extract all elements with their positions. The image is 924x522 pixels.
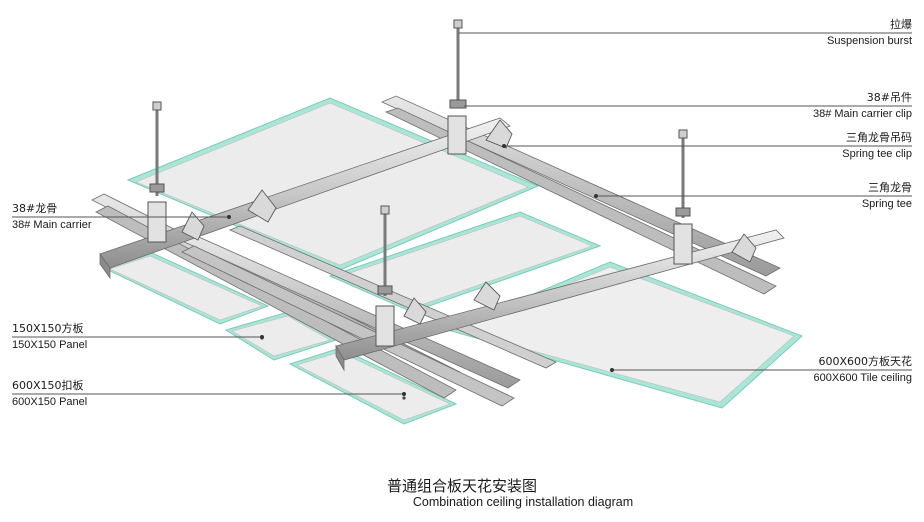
label-suspension-burst: 拉爆 Suspension burst [827,18,912,48]
label-main-carrier: 38#龙骨 38# Main carrier [12,202,91,232]
label-panel-600x150-en: 600X150 Panel [12,396,88,408]
hanger-left [147,101,167,243]
label-panel-150-en: 150X150 Panel [12,339,88,351]
label-main-carrier-en: 38# Main carrier [12,219,92,231]
spring-tee-clips [181,119,757,325]
strip-panel-middle [328,211,602,313]
label-main-carrier-clip-en: 38# Main carrier clip [812,108,912,120]
label-panel-150-cn: 150X150方板 [12,322,84,335]
label-panel-600x150-cn: 600X150扣板 [12,379,84,392]
hanger-top [447,19,467,155]
leader-dots [227,144,614,396]
panel-600x150 [288,347,458,425]
label-main-carrier-cn: 38#龙骨 [12,202,58,215]
hanger-mid [375,205,395,347]
label-tile-ceiling-en: 600X600 Tile ceiling [813,372,912,384]
label-tile-ceiling: 600X600方板天花 600X600 Tile ceiling [814,355,912,385]
caption-en: Combination ceiling installation diagram [412,495,634,509]
label-spring-tee-cn: 三角龙骨 [868,181,912,194]
label-spring-tee-clip: 三角龙骨吊码 Spring tee clip [842,131,912,161]
label-spring-tee: 三角龙骨 Spring tee [862,181,912,211]
label-suspension-burst-cn: 拉爆 [890,18,912,31]
label-suspension-burst-en: Suspension burst [827,35,912,47]
hanger-rods [147,19,693,347]
label-spring-tee-clip-en: Spring tee clip [842,148,912,160]
label-panel-600x150: 600X150扣板 600X150 Panel [12,379,87,409]
hanger-right [673,129,693,265]
label-main-carrier-clip-cn: 38#吊件 [866,91,912,104]
label-main-carrier-clip: 38#吊件 38# Main carrier clip [813,91,912,121]
label-spring-tee-clip-cn: 三角龙骨吊码 [846,131,912,144]
label-spring-tee-en: Spring tee [861,198,912,210]
leader-lines [12,32,912,395]
label-tile-ceiling-cn: 600X600方板天花 [818,355,912,368]
label-panel-150: 150X150方板 150X150 Panel [12,322,87,352]
caption-cn: 普通组合板天花安装图 [386,477,537,495]
diagram-caption: 普通组合板天花安装图 Combination ceiling installat… [0,477,924,510]
